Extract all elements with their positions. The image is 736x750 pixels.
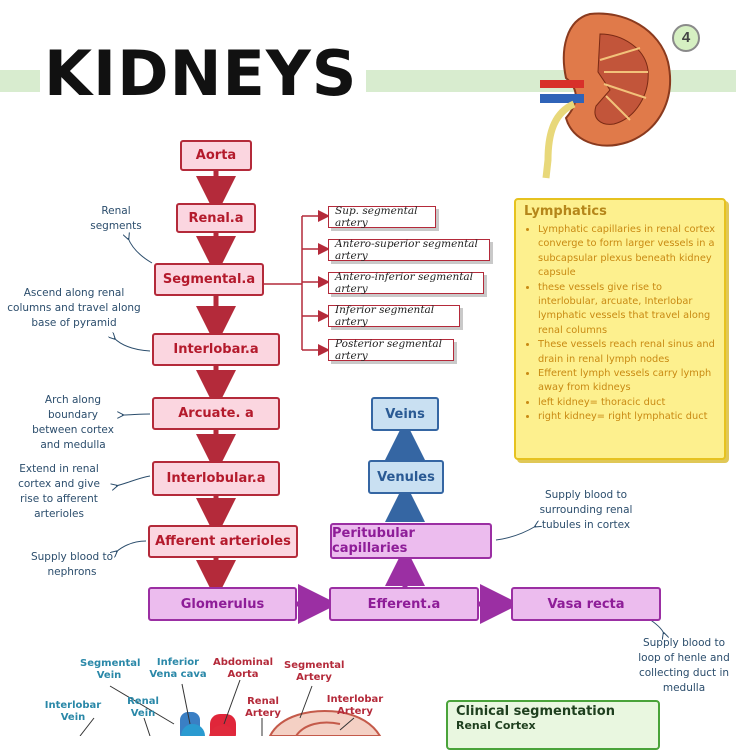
lymphatics-item: Efferent lymph vessels carry lymph away … bbox=[538, 367, 716, 396]
note-peritubular: Supply blood to surrounding renal tubule… bbox=[539, 489, 633, 531]
segmental-branch-antero-superior: Antero-superior segmental artery bbox=[328, 238, 490, 262]
note-interlobular: Extend in renal cortex and give rise to … bbox=[18, 463, 100, 520]
lymphatics-item: right kidney= right lymphatic duct bbox=[538, 410, 716, 424]
label-abdominal-aorta: Abdominal Aorta bbox=[212, 657, 274, 680]
renal-artery-box: Renal.a bbox=[176, 203, 256, 233]
vasa-recta-box: Vasa recta bbox=[511, 587, 661, 621]
header-bar-right bbox=[366, 70, 736, 92]
note-interlobar: Ascend along renal columns and travel al… bbox=[7, 287, 141, 329]
segmental-branch-posterior: Posterior segmental artery bbox=[328, 338, 454, 362]
arcuate-artery-box: Arcuate. a bbox=[152, 397, 280, 430]
interlobar-artery-box: Interlobar.a bbox=[152, 333, 280, 366]
kidney-icon bbox=[540, 12, 672, 179]
label-segmental-artery: Segmental Artery bbox=[284, 660, 345, 683]
page-number-badge: 4 bbox=[672, 24, 700, 52]
efferent-artery-box: Efferent.a bbox=[329, 587, 479, 621]
note-arcuate: Arch along boundary between cortex and m… bbox=[32, 394, 114, 451]
label-renal-artery: Renal Artery bbox=[245, 696, 281, 719]
aorta-box: Aorta bbox=[180, 140, 252, 171]
interlobular-artery-box: Interlobular.a bbox=[152, 461, 280, 496]
note-vasa-recta: Supply blood to loop of henle and collec… bbox=[638, 637, 730, 694]
veins-box: Veins bbox=[371, 397, 439, 431]
label-inferior-vena-cava: Inferior Vena cava bbox=[149, 657, 207, 680]
lymphatics-item: Lymphatic capillaries in renal cortex co… bbox=[538, 223, 716, 281]
segmental-branch-antero-inferior: Antero-inferior segmental artery bbox=[328, 271, 484, 295]
segmental-branch-inferior: Inferior segmental artery bbox=[328, 304, 460, 328]
note-renal-segments: Renal segments bbox=[90, 205, 142, 232]
lymphatics-list: Lymphatic capillaries in renal cortex co… bbox=[524, 223, 716, 425]
label-interlobar-artery: Interlobar Artery bbox=[326, 694, 384, 717]
venules-box: Venules bbox=[368, 460, 444, 494]
segmental-branch-sup: Sup. segmental artery bbox=[328, 205, 436, 229]
page-title: KIDNEYS bbox=[44, 37, 358, 110]
lymphatics-item: These vessels reach renal sinus and drai… bbox=[538, 338, 716, 367]
segmental-artery-box: Segmental.a bbox=[154, 263, 264, 296]
label-segmental-vein: Segmental Vein bbox=[80, 658, 141, 681]
lymphatics-item: left kidney= thoracic duct bbox=[538, 396, 716, 410]
header-bar-left bbox=[0, 70, 40, 92]
lymphatics-item: these vessels give rise to interlobular,… bbox=[538, 281, 716, 339]
clinical-subheading: Renal Cortex bbox=[456, 719, 536, 732]
glomerulus-box: Glomerulus bbox=[148, 587, 297, 621]
lymphatics-card: Lymphatics Lymphatic capillaries in rena… bbox=[514, 198, 726, 460]
label-renal-vein: Renal Vein bbox=[127, 696, 159, 719]
afferent-arterioles-box: Afferent arterioles bbox=[148, 525, 298, 558]
lymphatics-heading: Lymphatics bbox=[524, 204, 607, 219]
note-afferent: Supply blood to nephrons bbox=[30, 551, 114, 578]
clinical-segmentation-card: Clinical segmentation Renal Cortex bbox=[446, 700, 660, 750]
peritubular-capillaries-box: Peritubular capillaries bbox=[330, 523, 492, 559]
clinical-heading: Clinical segmentation bbox=[456, 704, 615, 719]
label-interlobar-vein: Interlobar Vein bbox=[44, 700, 102, 723]
